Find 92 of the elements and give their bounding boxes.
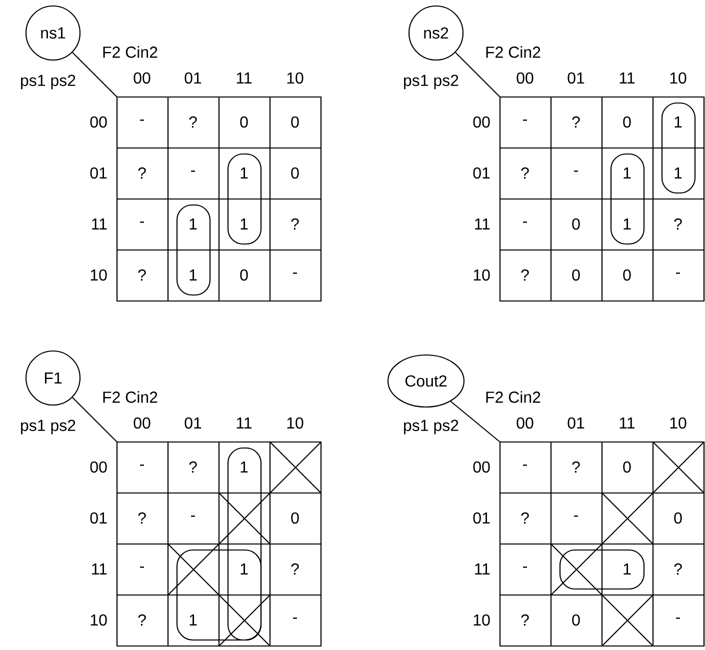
cell-value: 1: [624, 563, 631, 574]
cell-value: ?: [674, 563, 682, 575]
cell-value: -: [523, 566, 527, 568]
cell-value: ?: [189, 461, 197, 473]
cell-value: ?: [521, 512, 529, 524]
cell-value: ?: [572, 461, 580, 473]
cell-value: ?: [138, 512, 146, 524]
cell-value: 1: [240, 218, 248, 230]
cell-value: ?: [674, 218, 682, 230]
column-header: 01: [568, 72, 584, 84]
cell-value: ?: [521, 614, 529, 626]
column-header: 11: [620, 72, 635, 84]
column-header: 01: [184, 417, 202, 429]
row-header: 11: [92, 563, 107, 574]
cell-value: ?: [138, 614, 146, 626]
column-variables: F2 Cin2: [486, 391, 540, 403]
cell-value: 0: [291, 116, 299, 128]
column-header: 01: [184, 72, 202, 84]
cell-value: -: [293, 272, 297, 274]
cell-value: 0: [572, 614, 580, 626]
cell-value: 1: [190, 218, 197, 230]
row-variables: ps1 ps2: [21, 74, 76, 90]
cell-value: 0: [623, 461, 631, 473]
cell-value: 0: [291, 167, 299, 179]
cell-value: 1: [190, 270, 197, 280]
cell-value: ?: [572, 116, 580, 128]
cell-value: 0: [240, 269, 248, 281]
row-header: 00: [473, 461, 490, 473]
row-header: 01: [473, 512, 490, 524]
cell-value: -: [140, 120, 144, 121]
column-header: 01: [568, 417, 584, 429]
column-header: 11: [236, 72, 252, 84]
row-header: 10: [474, 614, 490, 626]
cell-value: 0: [291, 512, 299, 524]
cell-value: -: [140, 222, 144, 223]
column-header: 00: [516, 417, 534, 429]
row-header: 11: [92, 218, 107, 230]
row-header: 11: [475, 218, 490, 230]
column-header: 00: [134, 417, 150, 429]
cell-value: -: [191, 516, 195, 517]
column-header: 10: [287, 417, 304, 429]
cell-value: 1: [674, 116, 682, 128]
row-variables: ps1 ps2: [404, 74, 458, 90]
column-header: 00: [134, 72, 150, 84]
row-header: 10: [474, 269, 490, 281]
row-header: 00: [90, 461, 107, 473]
cell-value: ?: [138, 167, 146, 179]
row-header: 01: [90, 167, 107, 179]
row-header: 10: [90, 614, 107, 626]
cell-value: 0: [623, 269, 631, 281]
column-header: 10: [670, 72, 686, 84]
cell-value: -: [523, 464, 527, 466]
row-header: 10: [90, 269, 107, 281]
column-header: 10: [670, 417, 686, 429]
cell-value: -: [574, 516, 578, 517]
cell-value: -: [523, 222, 527, 223]
cell-value: ?: [138, 269, 146, 281]
cell-value: -: [191, 170, 195, 172]
cell-value: 0: [572, 218, 580, 230]
cell-value: 1: [190, 614, 197, 626]
cell-value: 1: [624, 218, 631, 230]
cell-value: ?: [521, 167, 529, 179]
cell-value: 1: [240, 462, 248, 472]
cell-value: 1: [240, 168, 248, 178]
row-header: 00: [473, 116, 490, 128]
cell-value: -: [140, 566, 144, 568]
cell-value: 1: [674, 168, 682, 178]
cell-value: ?: [291, 563, 299, 575]
cell-value: ?: [521, 269, 529, 281]
cell-value: 0: [623, 116, 631, 128]
column-header: 00: [516, 72, 534, 84]
cell-value: 0: [674, 512, 682, 524]
row-header: 00: [90, 116, 107, 128]
row-header: 01: [90, 512, 107, 524]
row-variables: ps1 ps2: [21, 420, 76, 434]
cell-value: -: [574, 170, 578, 172]
cell-value: -: [293, 618, 297, 619]
cell-value: -: [676, 272, 680, 274]
cell-value: -: [676, 618, 680, 619]
row-header: 11: [475, 563, 490, 574]
column-header: 11: [236, 418, 252, 428]
column-header: 11: [620, 418, 635, 428]
cell-value: 1: [240, 563, 248, 574]
cell-value: ?: [291, 218, 299, 230]
row-header: 01: [473, 167, 490, 179]
cell-value: -: [140, 464, 144, 466]
cell-value: 0: [240, 116, 248, 128]
cell-value: ?: [189, 116, 197, 128]
cell-value: 0: [572, 269, 580, 281]
cell-value: 1: [624, 168, 631, 178]
column-header: 10: [287, 72, 304, 84]
cell-value: -: [523, 120, 527, 121]
